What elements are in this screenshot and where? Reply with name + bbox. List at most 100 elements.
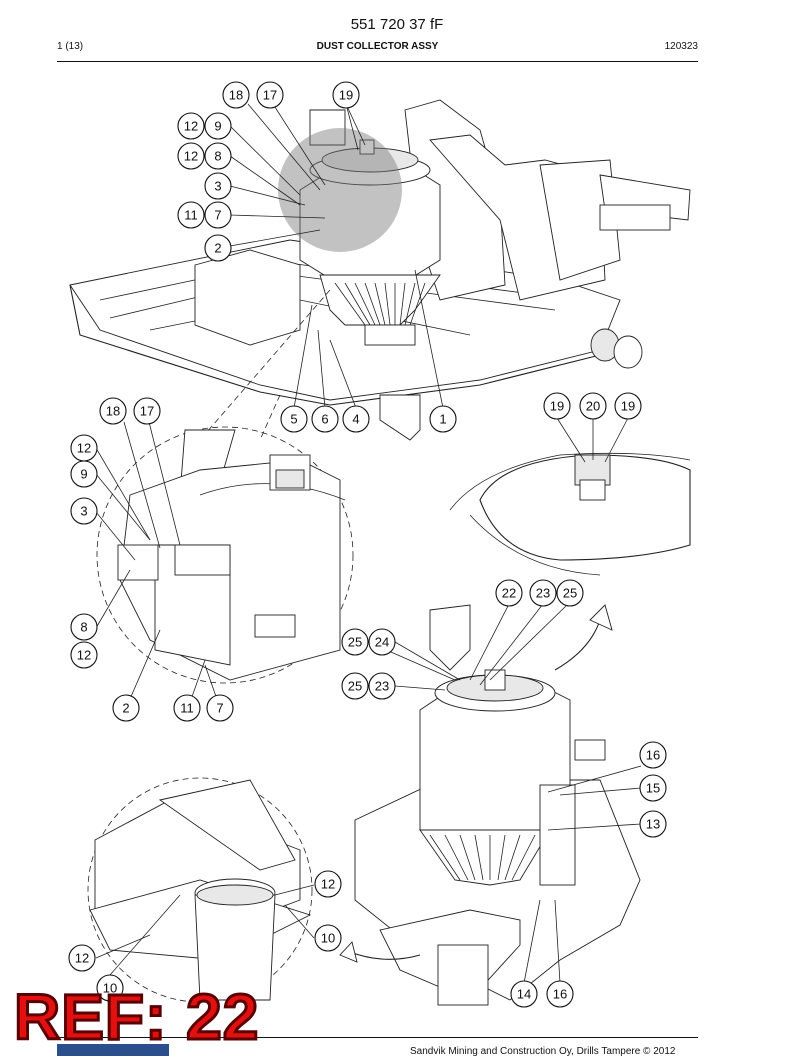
svg-text:12: 12 (321, 877, 335, 892)
callout-18: 18 (222, 81, 250, 109)
detail-top-right-view (449, 417, 691, 576)
svg-text:8: 8 (214, 149, 221, 164)
callout-10: 10 (314, 924, 342, 952)
highlight-area (278, 128, 402, 252)
svg-text:19: 19 (339, 88, 353, 103)
svg-text:11: 11 (180, 701, 194, 716)
svg-text:10: 10 (321, 931, 335, 946)
callout-11: 11 (177, 201, 205, 229)
callout-19: 19 (332, 81, 360, 109)
svg-text:9: 9 (214, 119, 221, 134)
svg-text:3: 3 (214, 179, 221, 194)
svg-text:19: 19 (550, 399, 564, 414)
callout-12: 12 (68, 944, 96, 972)
callout-25: 25 (556, 579, 584, 607)
callout-19: 19 (614, 392, 642, 420)
callout-24: 24 (368, 628, 396, 656)
callout-8: 8 (70, 613, 98, 641)
callout-20: 20 (579, 392, 607, 420)
svg-text:12: 12 (77, 441, 91, 456)
reference-stamp: REF: 22 (12, 981, 260, 1053)
detail-left-view (95, 421, 354, 709)
callout-23: 23 (529, 579, 557, 607)
footer-copyright: Sandvik Mining and Construction Oy, Dril… (410, 1046, 676, 1057)
callout-3: 3 (204, 172, 232, 200)
callout-2: 2 (204, 234, 232, 262)
callout-23: 23 (368, 672, 396, 700)
main-view-frame (69, 99, 691, 441)
callout-13: 13 (639, 810, 667, 838)
svg-text:11: 11 (184, 208, 198, 223)
callout-3: 3 (70, 497, 98, 525)
svg-text:23: 23 (375, 679, 389, 694)
svg-text:14: 14 (517, 987, 531, 1002)
callout-25: 25 (341, 628, 369, 656)
callout-6: 6 (311, 405, 339, 433)
callout-12: 12 (177, 142, 205, 170)
callout-25: 25 (341, 672, 369, 700)
callout-17: 17 (256, 81, 284, 109)
svg-text:16: 16 (553, 987, 567, 1002)
footer-divider (57, 1037, 698, 1038)
callout-16: 16 (639, 741, 667, 769)
svg-text:24: 24 (375, 635, 389, 650)
svg-text:18: 18 (229, 88, 243, 103)
rotate-arrow-icon (554, 619, 601, 671)
svg-text:7: 7 (216, 701, 223, 716)
svg-text:17: 17 (263, 88, 277, 103)
svg-text:13: 13 (646, 817, 660, 832)
svg-text:25: 25 (563, 586, 577, 601)
callout-19: 19 (543, 392, 571, 420)
document-title: DUST COLLECTOR ASSY (316, 41, 439, 52)
callout-18: 18 (99, 397, 127, 425)
svg-text:7: 7 (214, 208, 221, 223)
callout-10: 10 (96, 974, 124, 1002)
rear-view (339, 603, 642, 1006)
svg-text:12: 12 (184, 149, 198, 164)
callout-12: 12 (177, 112, 205, 140)
callout-9: 9 (204, 112, 232, 140)
page-label: 1 (13) (57, 41, 84, 52)
callout-15: 15 (639, 774, 667, 802)
svg-text:1: 1 (439, 412, 446, 427)
svg-text:17: 17 (140, 404, 154, 419)
callout-14: 14 (510, 980, 538, 1008)
callout-17: 17 (133, 397, 161, 425)
svg-text:2: 2 (122, 701, 129, 716)
svg-text:22: 22 (502, 586, 516, 601)
callouts: 18 17 19 12 9 12 8 3 11 7 2 5 6 4 1 18 1… (68, 81, 667, 1008)
svg-text:12: 12 (184, 119, 198, 134)
svg-text:2: 2 (214, 241, 221, 256)
callout-12: 12 (314, 870, 342, 898)
svg-text:9: 9 (80, 467, 87, 482)
svg-text:6: 6 (321, 412, 328, 427)
callout-1: 1 (429, 405, 457, 433)
callout-7: 7 (204, 201, 232, 229)
callout-16: 16 (546, 980, 574, 1008)
svg-text:3: 3 (80, 504, 87, 519)
svg-text:5: 5 (290, 412, 297, 427)
svg-text:12: 12 (77, 648, 91, 663)
svg-text:10: 10 (103, 981, 117, 996)
svg-text:20: 20 (586, 399, 600, 414)
callout-12: 12 (70, 434, 98, 462)
header-divider (57, 61, 698, 62)
svg-text:15: 15 (646, 781, 660, 796)
rotate-arrow-icon (349, 951, 421, 960)
svg-text:19: 19 (621, 399, 635, 414)
svg-text:25: 25 (348, 679, 362, 694)
detail-bottom-left-view (87, 777, 315, 1003)
svg-text:18: 18 (106, 404, 120, 419)
callout-8: 8 (204, 142, 232, 170)
document-code: 120323 (664, 41, 698, 52)
svg-text:25: 25 (348, 635, 362, 650)
svg-text:8: 8 (80, 620, 87, 635)
callout-9: 9 (70, 460, 98, 488)
callout-22: 22 (495, 579, 523, 607)
document-number: 551 720 37 fF (350, 16, 444, 33)
callout-11: 11 (173, 694, 201, 722)
callout-5: 5 (280, 405, 308, 433)
callout-4: 4 (342, 405, 370, 433)
callout-7: 7 (206, 694, 234, 722)
